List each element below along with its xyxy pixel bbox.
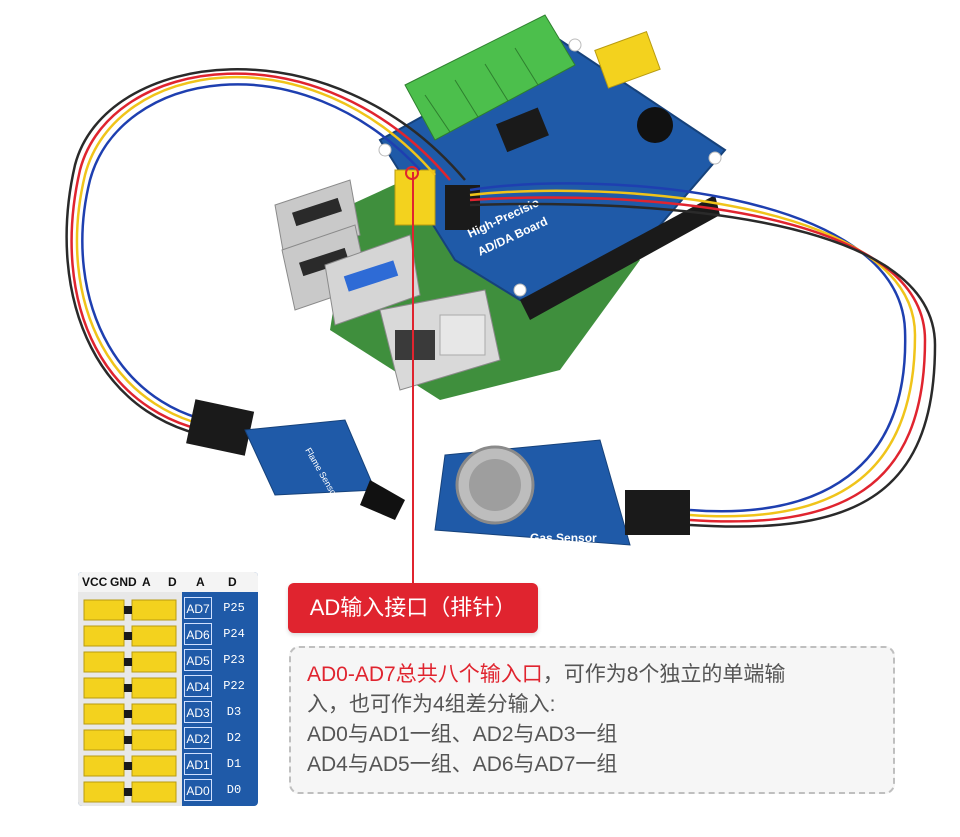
callout-description: AD0-AD7总共八个输入口，可作为8个独立的单端输 入，也可作为4组差分输入:… (289, 646, 895, 794)
header-closeup-inset: VCC GND A D A D AD7 P25 AD6 P24 (78, 572, 258, 806)
inset-header-vcc: VCC (82, 575, 108, 589)
inset-header-labels: VCC GND A D A D (78, 572, 258, 592)
callout-pointer-line (412, 172, 414, 584)
desc-highlight: AD0-AD7总共八个输入口 (307, 663, 543, 686)
inset-ad-label: AD5 (184, 649, 212, 671)
yellow-pin-headers (394, 30, 661, 226)
inset-p-label: D1 (226, 757, 242, 771)
desc-line-1: AD0-AD7总共八个输入口，可作为8个独立的单端输 (307, 660, 879, 690)
usb3-port (324, 234, 421, 326)
inset-p-label: D0 (226, 783, 242, 797)
adc-chip (495, 107, 549, 153)
inset-ad-label: AD6 (184, 623, 212, 645)
inset-p-label: P22 (223, 679, 245, 693)
inset-ad-label: AD2 (184, 727, 212, 749)
gas-sensor: Gas Sensor (434, 439, 690, 546)
desc-line-3: AD0与AD1一组、AD2与AD3一组 (307, 723, 618, 746)
desc-line-1-rest: ，可作为8个独立的单端输 (542, 663, 786, 686)
flame-sensor: Flame Sensor (186, 399, 405, 520)
inset-row: AD4 P22 (78, 673, 258, 699)
inset-header-gnd: GND (110, 575, 137, 589)
inset-ad-label: AD0 (184, 779, 212, 801)
sensor-wires (65, 68, 937, 528)
ad-da-board: High-Precisio AD/DA Board (378, 14, 727, 320)
ethernet-port (379, 289, 501, 391)
inset-pins-drawing (78, 592, 182, 806)
black-connector (445, 185, 480, 230)
inset-ad-label: AD3 (184, 701, 212, 723)
inset-p-label: P23 (223, 653, 245, 667)
callout-title: AD输入接口（排针） (288, 583, 538, 633)
desc-line-2: 入，也可作为4组差分输入: (307, 693, 556, 716)
inset-row: AD7 P25 (78, 595, 258, 621)
inset-ad-label: AD4 (184, 675, 212, 697)
inset-row: AD1 D1 (78, 751, 258, 777)
desc-line-4: AD4与AD5一组、AD6与AD7一组 (307, 753, 618, 776)
inset-header-a2: A (196, 575, 205, 589)
inset-header-a1: A (142, 575, 151, 589)
inset-row: AD2 D2 (78, 725, 258, 751)
inset-header-d1: D (168, 575, 177, 589)
inset-p-label: D3 (226, 705, 242, 719)
gpio-header (520, 195, 720, 320)
potentiometer (637, 107, 673, 143)
inset-ad-label: AD7 (184, 597, 212, 619)
inset-row: AD5 P23 (78, 647, 258, 673)
inset-p-label: P25 (223, 601, 245, 615)
terminal-block (404, 14, 576, 141)
inset-p-label: D2 (226, 731, 242, 745)
inset-header-d2: D (228, 575, 237, 589)
inset-row: AD3 D3 (78, 699, 258, 725)
inset-p-label: P24 (223, 627, 245, 641)
gas-sensor-label: Gas Sensor (530, 531, 597, 545)
inset-row: AD0 D0 (78, 777, 258, 803)
inset-ad-label: AD1 (184, 753, 212, 775)
inset-row: AD6 P24 (78, 621, 258, 647)
